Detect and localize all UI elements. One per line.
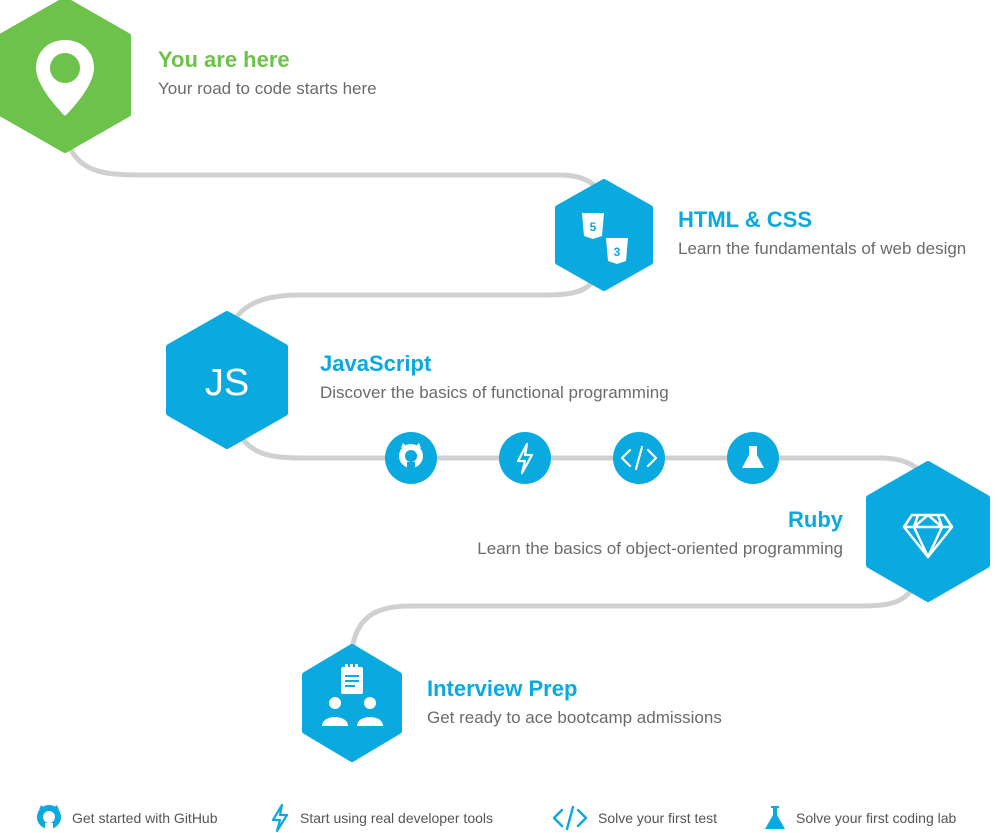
lightning-icon	[516, 442, 534, 475]
svg-text:5: 5	[590, 220, 597, 234]
github-icon	[399, 443, 423, 470]
step-interview-prep-label: Interview Prep Get ready to ace bootcamp…	[427, 676, 722, 729]
milestone-github	[385, 432, 437, 484]
step-title: HTML & CSS	[678, 207, 813, 232]
legend-github: Get started with GitHub	[36, 803, 218, 833]
flask-icon	[765, 806, 785, 829]
github-icon	[37, 805, 61, 831]
milestone-flask	[727, 432, 779, 484]
step-html-css-hex: 5 3	[555, 179, 653, 291]
step-html-css-label: HTML & CSS Learn the fundamentals of web…	[678, 207, 966, 260]
flask-icon	[742, 446, 764, 468]
step-you-are-here-label: You are here Your road to code starts he…	[158, 47, 377, 100]
step-title: Interview Prep	[427, 676, 578, 701]
step-description: Your road to code starts here	[158, 79, 377, 98]
lightning-icon	[271, 804, 289, 832]
milestone-code	[613, 432, 665, 484]
step-javascript-label: JavaScript Discover the basics of functi…	[320, 351, 669, 404]
step-description: Discover the basics of functional progra…	[320, 383, 669, 402]
code-icon	[620, 445, 658, 471]
milestone-lightning	[499, 432, 551, 484]
step-description: Learn the fundamentals of web design	[678, 239, 967, 258]
diamond-icon	[902, 513, 954, 559]
legend-label: Solve your first coding lab	[796, 810, 957, 826]
legend-label: Get started with GitHub	[72, 810, 218, 826]
step-title: You are here	[158, 47, 290, 72]
step-title: JavaScript	[320, 351, 432, 376]
legend-code: Solve your first test	[552, 803, 717, 833]
step-javascript-hex: JS	[166, 311, 288, 449]
legend-label: Solve your first test	[598, 810, 718, 826]
html5-css3-icon: 5 3	[582, 213, 628, 264]
step-description: Learn the basics of object-oriented prog…	[477, 539, 843, 558]
step-description: Get ready to ace bootcamp admissions	[427, 708, 722, 727]
legend-flask: Solve your first coding lab	[764, 803, 956, 833]
step-ruby-label: Ruby Learn the basics of object-oriented…	[477, 507, 843, 560]
step-ruby-hex	[866, 461, 990, 602]
map-pin-icon	[36, 40, 94, 116]
svg-text:3: 3	[614, 245, 621, 259]
step-you-are-here-hex	[0, 0, 131, 153]
step-title: Ruby	[788, 507, 843, 532]
legend-lightning: Start using real developer tools	[270, 803, 493, 833]
legend-label: Start using real developer tools	[300, 810, 493, 826]
code-icon	[552, 805, 588, 831]
step-interview-prep-hex	[302, 644, 402, 762]
interview-icon	[322, 664, 383, 726]
js-icon: JS	[205, 362, 249, 404]
